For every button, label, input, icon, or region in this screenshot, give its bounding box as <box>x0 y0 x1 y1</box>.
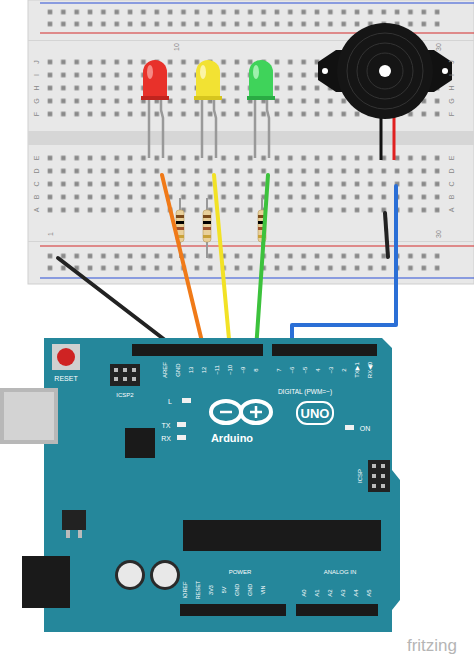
row-letter: C <box>448 181 455 186</box>
pin-label: ~11 <box>214 365 220 375</box>
board-label: ICSP <box>357 469 363 483</box>
row-letter: F <box>448 112 455 116</box>
pin-label: 4 <box>315 368 321 371</box>
pin-label: GND <box>235 584 241 596</box>
pin-label: VIN <box>261 585 267 594</box>
column-number: 1 <box>47 232 54 236</box>
board-label: RX <box>161 435 171 442</box>
row-letter: H <box>448 85 455 90</box>
watermark: fritzing <box>407 637 457 654</box>
piezo-buzzer <box>318 23 452 160</box>
row-letter: I <box>33 74 40 76</box>
pin-label: ~6 <box>289 367 295 374</box>
row-letter: B <box>448 195 455 200</box>
row-letter: D <box>448 168 455 173</box>
board-logo: UNO <box>301 407 330 420</box>
column-number: 30 <box>435 230 442 238</box>
pin-label: A3 <box>340 589 346 596</box>
row-letter: A <box>33 208 40 213</box>
pin-label: 2 <box>341 368 347 371</box>
led-yellow <box>194 60 222 158</box>
pin-label: A0 <box>301 589 307 596</box>
board-logo: Arduino <box>211 433 253 444</box>
pin-label: IOREF <box>183 582 189 599</box>
wires <box>58 175 396 350</box>
pin-label: A5 <box>366 589 372 596</box>
board-label: ICSP2 <box>116 392 133 398</box>
pin-label: 7 <box>276 368 282 371</box>
pin-label: 12 <box>201 367 207 374</box>
arduino-uno <box>0 338 400 632</box>
pin-label: RX◀0 <box>367 362 373 378</box>
breadboard <box>28 0 474 284</box>
board-label: DIGITAL (PWM=~) <box>278 389 332 396</box>
column-number: 10 <box>173 43 180 51</box>
row-letter: G <box>33 98 40 103</box>
row-letter: G <box>448 98 455 103</box>
row-letter: I <box>448 74 455 76</box>
row-letter: C <box>33 181 40 186</box>
board-label: TX <box>162 422 171 429</box>
pin-label: A1 <box>314 589 320 596</box>
pin-label: ~9 <box>240 367 246 374</box>
board-label: L <box>168 398 172 405</box>
pin-label: 13 <box>188 367 194 374</box>
row-letter: E <box>33 156 40 161</box>
pin-label: GND <box>175 363 181 376</box>
row-letter: J <box>448 60 455 64</box>
pin-label: 5V <box>222 587 228 594</box>
pin-label: ~10 <box>227 365 233 375</box>
pin-label: 3V3 <box>209 585 215 595</box>
row-letter: H <box>33 85 40 90</box>
pin-label: TX▶1 <box>354 362 360 378</box>
board-label: ANALOG IN <box>324 569 357 575</box>
board-label: RESET <box>54 375 77 382</box>
pin-label: ~3 <box>328 367 334 374</box>
pin-label: A4 <box>353 589 359 596</box>
board-label: ON <box>360 425 371 432</box>
led-green <box>247 60 275 158</box>
pin-label: 8 <box>253 368 259 371</box>
led-red <box>141 60 169 158</box>
pin-label: RESET <box>196 581 202 599</box>
column-number: 30 <box>435 43 442 51</box>
row-letter: D <box>33 168 40 173</box>
pin-label: AREF <box>162 362 168 378</box>
board-label: POWER <box>229 569 252 575</box>
pin-label: GND <box>248 584 254 596</box>
row-letter: F <box>33 112 40 116</box>
row-letter: E <box>448 156 455 161</box>
pin-label: A2 <box>327 589 333 596</box>
row-letter: A <box>448 208 455 213</box>
row-letter: J <box>33 60 40 64</box>
pin-label: ~5 <box>302 367 308 374</box>
row-letter: B <box>33 195 40 200</box>
